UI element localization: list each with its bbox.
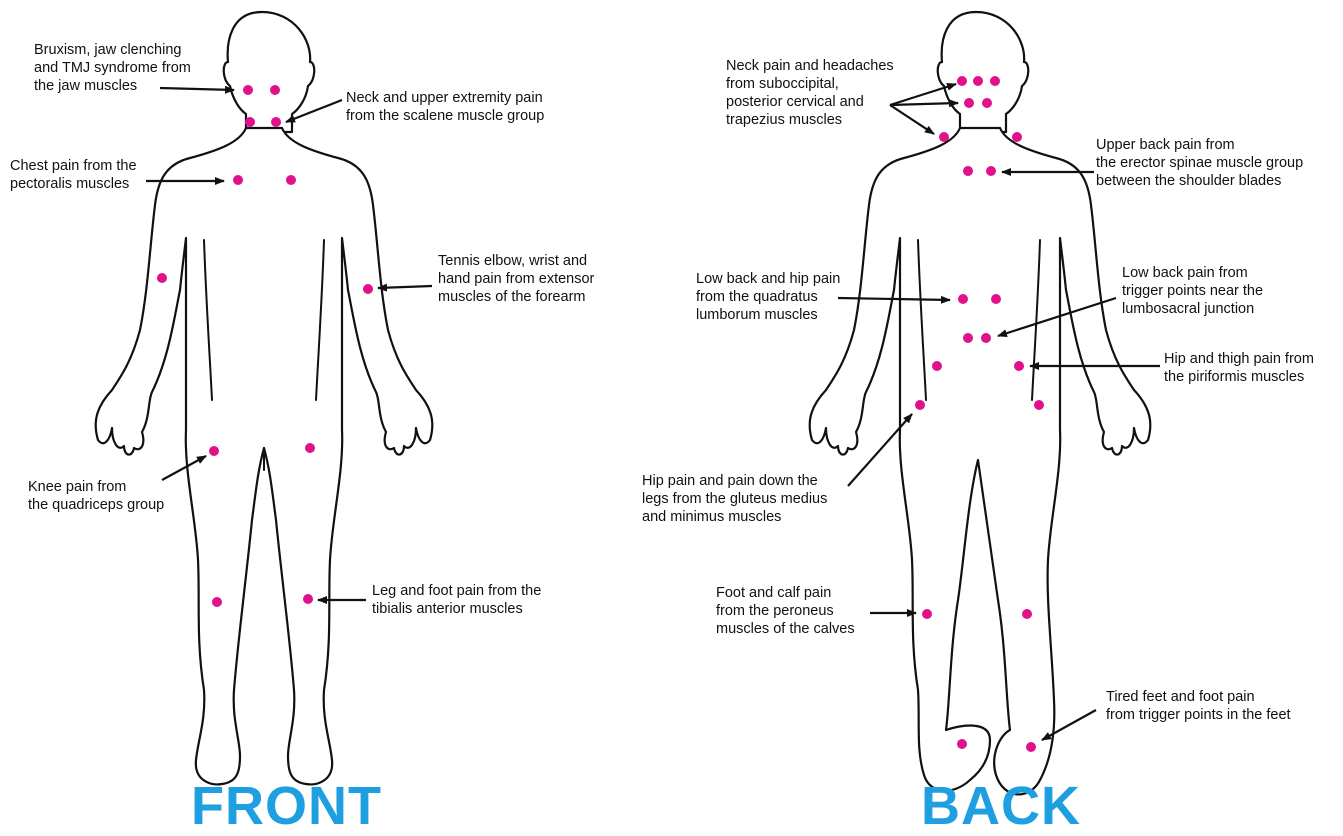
label-gluteus: Hip pain and pain down the legs from the… [642, 472, 827, 526]
trigger-point [305, 443, 315, 453]
trigger-point [932, 361, 942, 371]
trigger-point [212, 597, 222, 607]
label-feet: Tired feet and foot pain from trigger po… [1106, 688, 1291, 724]
trigger-point [363, 284, 373, 294]
trigger-point [1022, 609, 1032, 619]
trigger-point [986, 166, 996, 176]
front-title: FRONT [191, 778, 382, 834]
trigger-point [271, 117, 281, 127]
label-low-back-hip: Low back and hip pain from the quadratus… [696, 270, 840, 324]
back-body-outline [810, 12, 1151, 794]
label-knee: Knee pain from the quadriceps group [28, 478, 164, 514]
back-title: BACK [921, 778, 1081, 834]
trigger-point [915, 400, 925, 410]
trigger-point [990, 76, 1000, 86]
trigger-point [982, 98, 992, 108]
trigger-point [957, 76, 967, 86]
label-upper-back: Upper back pain from the erector spinae … [1096, 136, 1303, 190]
trigger-point [991, 294, 1001, 304]
trigger-point [157, 273, 167, 283]
label-chest: Chest pain from the pectoralis muscles [10, 157, 137, 193]
trigger-point [233, 175, 243, 185]
trigger-point [1034, 400, 1044, 410]
label-piriformis: Hip and thigh pain from the piriformis m… [1164, 350, 1314, 386]
trigger-point [981, 333, 991, 343]
trigger-point [922, 609, 932, 619]
trigger-point [1014, 361, 1024, 371]
arrow [378, 286, 432, 288]
front-body-outline [96, 12, 433, 784]
trigger-point [245, 117, 255, 127]
label-back-neck: Neck pain and headaches from suboccipita… [726, 57, 894, 129]
label-leg-foot: Leg and foot pain from the tibialis ante… [372, 582, 541, 618]
label-neck-scalene: Neck and upper extremity pain from the s… [346, 89, 544, 125]
label-bruxism: Bruxism, jaw clenching and TMJ syndrome … [34, 41, 191, 95]
trigger-point [957, 739, 967, 749]
label-peroneus: Foot and calf pain from the peroneus mus… [716, 584, 855, 638]
arrow [890, 103, 958, 105]
trigger-point [1012, 132, 1022, 142]
arrow [890, 105, 934, 134]
trigger-point [963, 166, 973, 176]
trigger-point [1026, 742, 1036, 752]
trigger-point [964, 98, 974, 108]
trigger-point [209, 446, 219, 456]
trigger-point [958, 294, 968, 304]
trigger-point [243, 85, 253, 95]
trigger-point [963, 333, 973, 343]
trigger-point [286, 175, 296, 185]
trigger-point [939, 132, 949, 142]
trigger-point [973, 76, 983, 86]
label-tennis-elbow: Tennis elbow, wrist and hand pain from e… [438, 252, 594, 306]
trigger-point [270, 85, 280, 95]
label-lumbosacral: Low back pain from trigger points near t… [1122, 264, 1263, 318]
trigger-point [303, 594, 313, 604]
